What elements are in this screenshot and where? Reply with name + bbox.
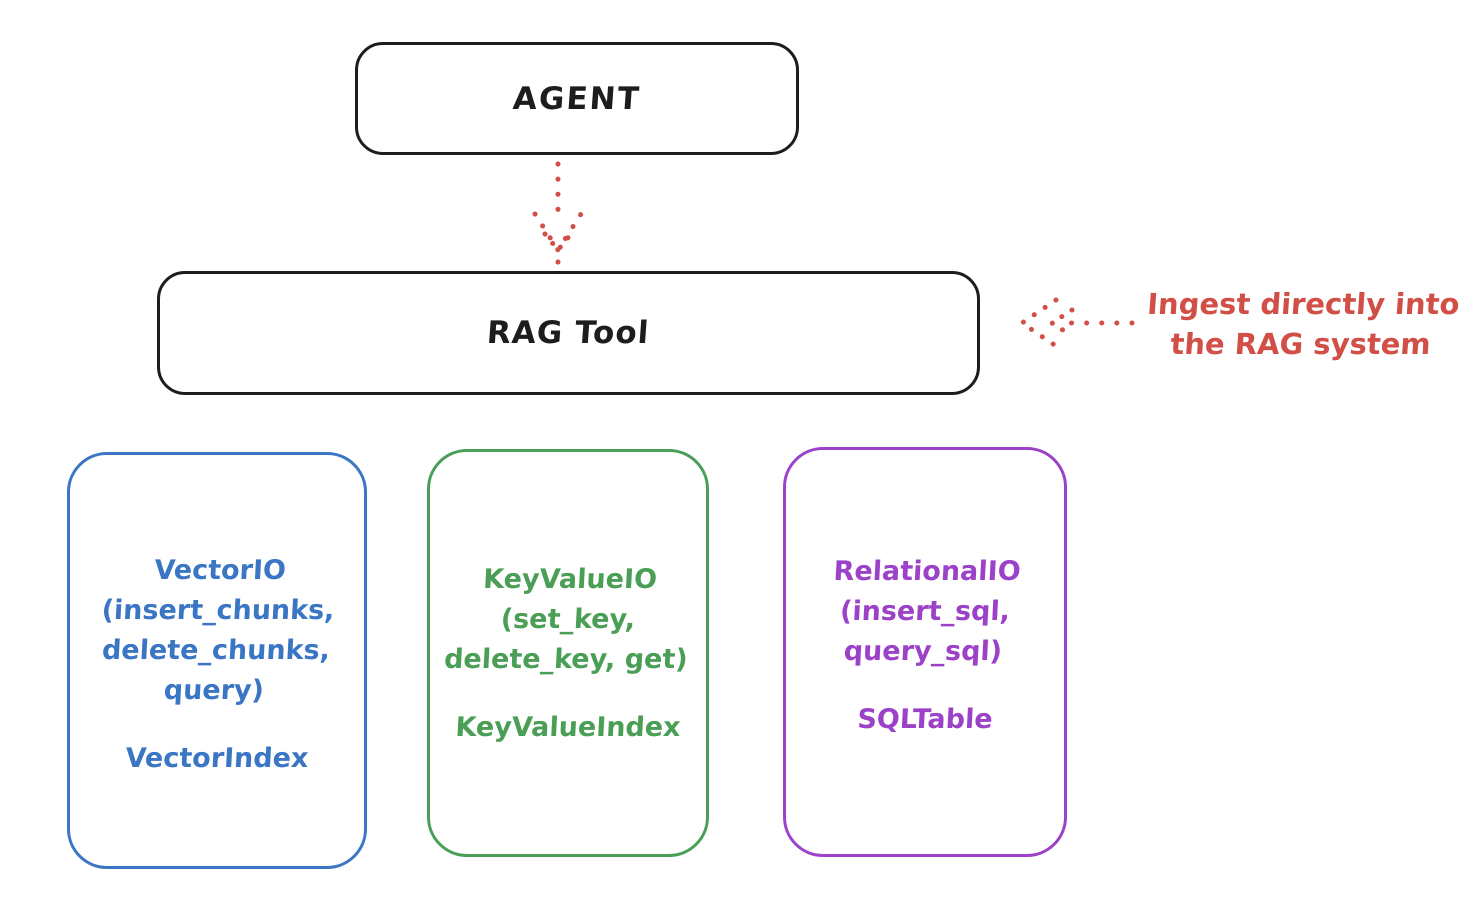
- agent-node-label: AGENT: [511, 80, 643, 117]
- keyvalue-io-line: (set_key,: [499, 604, 637, 635]
- relational-io-line: RelationalIO: [832, 556, 1022, 587]
- vector-io-line: VectorIO: [153, 555, 287, 586]
- vector-io-line: delete_chunks,: [101, 635, 331, 666]
- vector-io-text: VectorIO (insert_chunks, delete_chunks, …: [66, 551, 368, 711]
- rag-tool-node: RAG Tool: [157, 271, 980, 395]
- relational-io-node: RelationalIO (insert_sql, query_sql) SQL…: [783, 447, 1067, 857]
- ingest-annotation: Ingest directly into the RAG system: [1129, 284, 1475, 364]
- keyvalue-index-label: KeyValueIndex: [454, 712, 682, 743]
- relational-io-line: query_sql): [842, 636, 1003, 667]
- vector-io-line: query): [163, 675, 265, 706]
- vector-index-label: VectorIndex: [124, 743, 310, 774]
- vector-io-node: VectorIO (insert_chunks, delete_chunks, …: [67, 452, 367, 869]
- keyvalue-io-line: KeyValueIO: [482, 564, 658, 595]
- ingest-annotation-line2: the RAG system: [1169, 327, 1432, 361]
- keyvalue-io-node: KeyValueIO (set_key, delete_key, get) Ke…: [427, 449, 709, 857]
- vector-io-line: (insert_chunks,: [100, 595, 336, 626]
- keyvalue-io-line: delete_key, get): [443, 644, 689, 675]
- agent-node: AGENT: [355, 42, 799, 155]
- keyvalue-io-text: KeyValueIO (set_key, delete_key, get): [427, 560, 709, 680]
- agent-to-ragtool-arrow: [532, 161, 584, 265]
- ingest-arrow: [1017, 297, 1135, 349]
- relational-io-text: RelationalIO (insert_sql, query_sql): [783, 552, 1067, 672]
- relational-io-line: (insert_sql,: [839, 596, 1011, 627]
- relational-index-label: SQLTable: [856, 704, 994, 735]
- ingest-annotation-line1: Ingest directly into: [1146, 287, 1461, 321]
- rag-tool-node-label: RAG Tool: [486, 315, 651, 351]
